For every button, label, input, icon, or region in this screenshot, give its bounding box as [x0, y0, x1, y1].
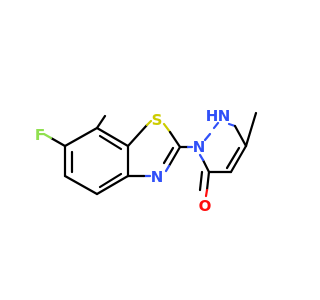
bond-c5-o: [205, 170, 211, 192]
pyrazole-h-label: H: [206, 107, 219, 125]
double-bond-c3-c4: [225, 146, 241, 170]
structure-svg: F S N N H N O: [35, 107, 258, 215]
bond-c7a-c7: [63, 126, 99, 148]
sulfur-label: S: [152, 111, 163, 129]
bond-s-c2-half: [162, 122, 172, 134]
bond-s-c2: [168, 130, 182, 149]
bond-c7a-s: [95, 114, 107, 130]
benzene-ring: [63, 126, 130, 196]
double-bond-c5-c4: [98, 172, 123, 189]
thiazole-nitrogen-label: N: [151, 168, 164, 186]
bond-methyl: [244, 111, 258, 148]
double-bond-c3a-c7a: [98, 134, 123, 151]
bond-n-half: [164, 164, 171, 173]
bond-c2-n: [167, 145, 182, 168]
bond-s-half-a: [145, 119, 153, 127]
double-bond-c5-o: [198, 170, 204, 192]
bond-n1-n2-colored-b: [212, 121, 220, 130]
bond-c-f-colored: [42, 132, 53, 140]
bond-c5-o-colored: [204, 188, 209, 198]
oxygen-label: O: [199, 197, 212, 215]
pyrazole-n2-label: N: [218, 107, 231, 125]
thiazole-ring: [95, 114, 182, 178]
pyrazole-n1-label: N: [193, 138, 206, 156]
double-bond-c2-n: [162, 146, 175, 165]
bond-c5-c4: [95, 174, 130, 196]
bond-c3a-c7a: [95, 126, 130, 148]
bond-c-f: [49, 136, 67, 148]
bond-c6-c5: [63, 174, 99, 196]
pyrazole-ring: [198, 121, 248, 174]
bond-n2-c3: [233, 124, 248, 148]
bond-c5-n1-colored: [198, 153, 205, 162]
fluorine-label: F: [35, 126, 45, 144]
bond-c3-c4: [229, 144, 248, 174]
bond-n1-n2-colored-a: [203, 132, 212, 142]
bond-c3a-s: [126, 123, 149, 148]
bond-c5-n1: [201, 158, 211, 174]
molecule-diagram: F S N N H N O: [35, 107, 258, 215]
